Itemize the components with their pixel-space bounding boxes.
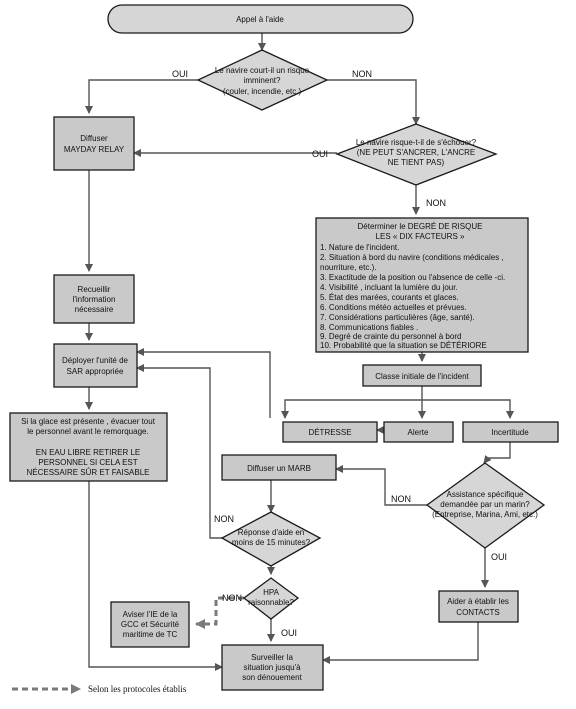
connectors: [85, 33, 514, 671]
svg-text:EN EAU LIBRE RETIRER LE: EN EAU LIBRE RETIRER LE: [36, 448, 140, 457]
svg-text:son dénouement: son dénouement: [242, 673, 302, 682]
svg-text:(Entreprise, Marina, Ami, etc.: (Entreprise, Marina, Ami, etc.): [432, 510, 538, 519]
arrow-d1-d2: [327, 79, 420, 125]
svg-text:NÉCESSAIRE SÛR ET FAISABLE: NÉCESSAIRE SÛR ET FAISABLE: [26, 468, 149, 477]
svg-text:Aviser l'IE de la: Aviser l'IE de la: [123, 610, 178, 619]
node-diffuser-marb: Diffuser un MARB: [221, 454, 337, 481]
svg-text:Incertitude: Incertitude: [491, 428, 529, 437]
arrow-aider-surveiller: [322, 622, 479, 664]
svg-text:MAYDAY RELAY: MAYDAY RELAY: [64, 145, 125, 154]
svg-text:maritime de TC: maritime de TC: [123, 630, 178, 639]
svg-text:Si la glace est présente , éva: Si la glace est présente , évacuer tout: [21, 417, 156, 426]
node-alerte: Alerte: [383, 421, 454, 443]
label-oui-d1: OUI: [172, 69, 188, 79]
svg-text:Déployer l'unité de: Déployer l'unité de: [62, 356, 129, 365]
svg-text:4. Visibilité , incluant la l: 4. Visibilité , incluant la lumière du j…: [320, 283, 458, 292]
arrow-classe-incertitude: [422, 399, 514, 419]
node-deployer-sar: Déployer l'unité de SAR appropriée: [53, 343, 138, 388]
svg-text:demandée par un marin?: demandée par un marin?: [440, 500, 530, 509]
node-glace-evacuer: Si la glace est présente , évacuer tout …: [9, 412, 168, 482]
svg-text:Alerte: Alerte: [408, 428, 429, 437]
svg-text:imminent?: imminent?: [244, 76, 281, 85]
svg-text:5. État des marées, courants: 5. État des marées, courants et glaces.: [320, 293, 459, 302]
svg-text:SAR appropriée: SAR appropriée: [67, 367, 124, 376]
svg-text:1. Nature de l'incident.: 1. Nature de l'incident.: [320, 243, 399, 252]
decision-assistance: Assistance spécifique demandée par un ma…: [425, 462, 546, 549]
node-degre-de-risque: Déterminer le DEGRÉ DE RISQUE LES « DIX …: [315, 217, 529, 353]
decision-hpa: HPA raisonnable?: [242, 577, 300, 620]
svg-text:le personnel avant le remorqua: le personnel avant le remorquage.: [27, 427, 148, 436]
svg-text:situation jusqu'à: situation jusqu'à: [243, 663, 301, 672]
node-classe-initiale: Classe initiale de l'incident: [362, 364, 482, 387]
legend: Selon les protocoles établis: [12, 684, 187, 694]
arrow-reponse-deployer: [136, 364, 222, 539]
svg-text:NE TIENT PAS): NE TIENT PAS): [388, 158, 445, 167]
arrow-assist-marb: [335, 465, 427, 506]
svg-text:l'information: l'information: [73, 295, 116, 304]
decision-reponse-15min: Réponse d'aide en moins de 15 minutes?: [220, 511, 322, 567]
svg-text:CONTACTS: CONTACTS: [456, 608, 499, 617]
node-recueillir: Recueillir l'information nécessaire: [53, 274, 135, 324]
svg-text:Le navire court-il un risque: Le navire court-il un risque: [215, 66, 310, 75]
svg-text:8. Communications fiables .: 8. Communications fiables .: [320, 323, 418, 332]
arrow-incertitude-assist: [483, 442, 511, 464]
svg-text:(NE PEUT S'ANCRER, L'ANCRE: (NE PEUT S'ANCRER, L'ANCRE: [357, 148, 475, 157]
label-non-d1: NON: [352, 69, 372, 79]
node-start: Appel à l'aide: [107, 4, 414, 34]
node-incertitude: Incertitude: [462, 421, 559, 443]
svg-text:PERSONNEL SI CELA EST: PERSONNEL SI CELA EST: [38, 458, 137, 467]
node-mayday-relay: Diffuser MAYDAY RELAY: [53, 116, 135, 171]
svg-text:Classe initiale de l'incident: Classe initiale de l'incident: [375, 372, 469, 381]
svg-text:Diffuser un MARB: Diffuser un MARB: [247, 464, 311, 473]
svg-text:Diffuser: Diffuser: [80, 134, 108, 143]
node-start-text: Appel à l'aide: [236, 15, 284, 24]
svg-text:DÉTRESSE: DÉTRESSE: [308, 428, 351, 437]
node-aider-contacts: Aider à établir les CONTACTS: [438, 590, 519, 623]
svg-text:3. Exactitude de la position: 3. Exactitude de la position ou l'absenc…: [320, 273, 505, 282]
svg-text:GCC et Sécurité: GCC et Sécurité: [121, 620, 180, 629]
label-oui-hpa: OUI: [281, 628, 297, 638]
label-non-reponse: NON: [214, 514, 234, 524]
label-non-d2: NON: [426, 198, 446, 208]
svg-text:9. Degré de crainte du person: 9. Degré de crainte du personnel à bord: [320, 332, 461, 341]
arrow-detresse-deployer: [136, 348, 271, 418]
svg-text:(couler, incendie, etc.): (couler, incendie, etc.): [223, 87, 302, 96]
svg-text:Déterminer le DEGRÉ DE RISQUE: Déterminer le DEGRÉ DE RISQUE: [358, 222, 483, 231]
decision-risque-imminent: Le navire court-il un risque imminent? (…: [196, 49, 329, 111]
arrow-classe-detresse: [281, 386, 423, 419]
svg-text:Recueillir: Recueillir: [78, 285, 111, 294]
node-aviser-ie: Aviser l'IE de la GCC et Sécurité mariti…: [110, 601, 190, 648]
label-oui-d2: OUI: [312, 149, 328, 159]
branch-labels: OUI NON OUI NON NON OUI NON NON OUI: [172, 69, 507, 638]
svg-text:6. Conditions météo actuelles: 6. Conditions météo actuelles et prévues…: [320, 303, 467, 312]
svg-text:Assistance spécifique: Assistance spécifique: [447, 490, 524, 499]
svg-text:Le navire risque-t-il de s'éch: Le navire risque-t-il de s'échouer?: [356, 138, 477, 147]
label-oui-assist: OUI: [491, 552, 507, 562]
arrow-glace-surveiller: [88, 481, 223, 671]
arrow-d1-mayday: [85, 79, 198, 114]
arrow-hpa-aviser: [195, 596, 244, 629]
decision-echouement: Le navire risque-t-il de s'échouer? (NE …: [335, 123, 498, 186]
svg-text:10. Probabilité que la situati: 10. Probabilité que la situation se DÉTÉ…: [320, 341, 487, 350]
label-non-hpa: NON: [222, 593, 242, 603]
svg-text:HPA: HPA: [263, 588, 280, 597]
svg-text:7. Considérations particulièr: 7. Considérations particulières (âge, sa…: [320, 313, 475, 322]
svg-text:raisonnable?: raisonnable?: [248, 598, 294, 607]
svg-text:nécessaire: nécessaire: [75, 305, 114, 314]
legend-text: Selon les protocoles établis: [88, 684, 187, 694]
svg-text:moins de 15 minutes?: moins de 15 minutes?: [232, 538, 311, 547]
svg-text:nourriture, etc.).: nourriture, etc.).: [320, 263, 376, 272]
svg-text:Réponse d'aide en: Réponse d'aide en: [238, 528, 304, 537]
svg-text:Aider à établir les: Aider à établir les: [447, 597, 509, 606]
node-detresse: DÉTRESSE: [282, 421, 378, 443]
node-surveiller: Surveiller la situation jusqu'à son déno…: [221, 644, 324, 691]
svg-text:LES « DIX FACTEURS »: LES « DIX FACTEURS »: [376, 232, 465, 241]
label-non-assist: NON: [391, 494, 411, 504]
svg-text:2. Situation à bord du navire: 2. Situation à bord du navire (condition…: [320, 253, 504, 262]
svg-text:Surveiller la: Surveiller la: [251, 653, 293, 662]
